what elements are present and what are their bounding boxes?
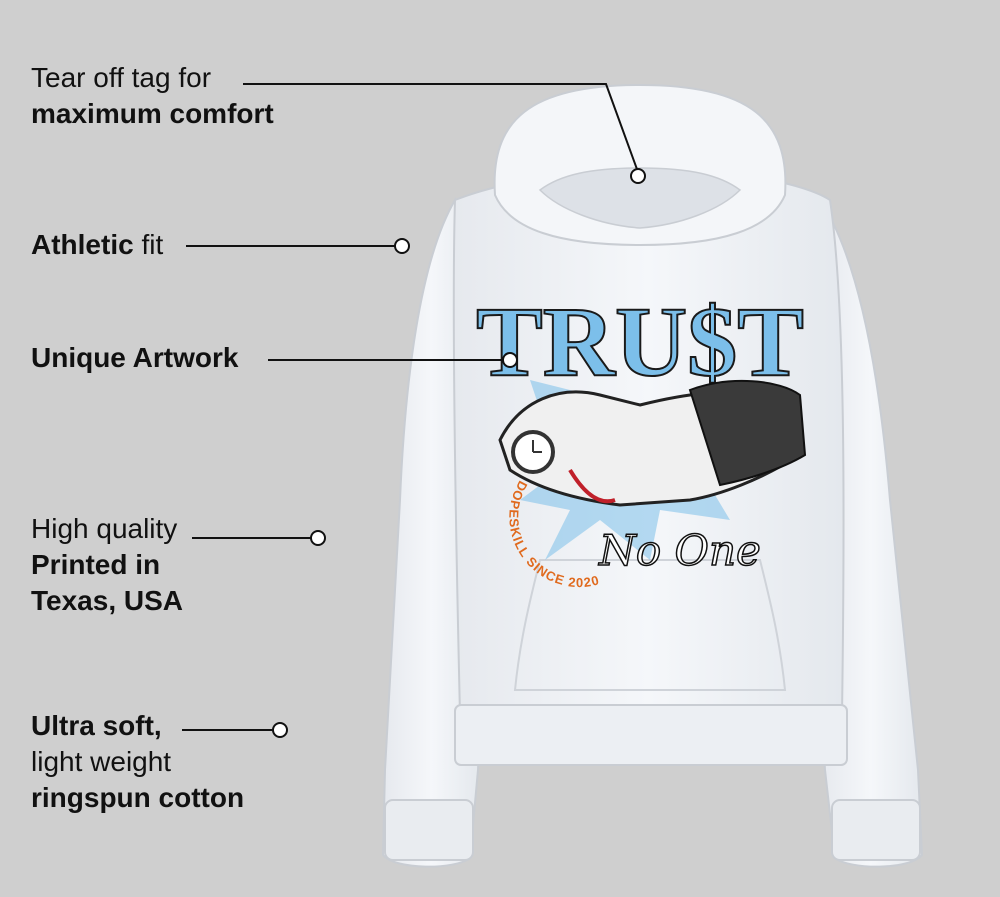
callout-quality-line1: High quality	[31, 513, 178, 544]
callout-cotton: Ultra soft, light weight ringspun cotton	[31, 708, 244, 816]
callout-artwork: Unique Artwork	[31, 342, 239, 373]
callout-quality-line3: Texas, USA	[31, 585, 183, 616]
callout-pointers	[182, 83, 646, 738]
callout-quality: High quality Printed in Texas, USA	[31, 511, 183, 619]
callout-tag-line1: Tear off tag for	[31, 62, 212, 93]
callout-cotton-line1: Ultra soft,	[31, 710, 162, 741]
hoodie-pocket	[513, 559, 787, 691]
callout-fit-bold: Athletic	[31, 229, 134, 260]
callout-fit-rest: fit	[133, 229, 164, 260]
callout-cotton-line3: ringspun cotton	[31, 782, 245, 813]
callout-quality-line2: Printed in	[31, 549, 161, 580]
trust-headline: TRU$T	[476, 286, 804, 397]
trust-artwork: DOPESKILL SINCE 2020 TRU$T No One	[475, 285, 807, 590]
callout-tag: Tear off tag for maximum comfort	[31, 60, 274, 132]
callout-cotton-line2: light weight	[31, 746, 172, 777]
handshake-illustration	[498, 380, 807, 507]
callout-fit: Athletic fit	[31, 227, 163, 263]
callout-tag-line2: maximum comfort	[31, 98, 274, 129]
no-one-script: No One	[598, 526, 761, 575]
hoodie-waistband	[454, 704, 848, 766]
